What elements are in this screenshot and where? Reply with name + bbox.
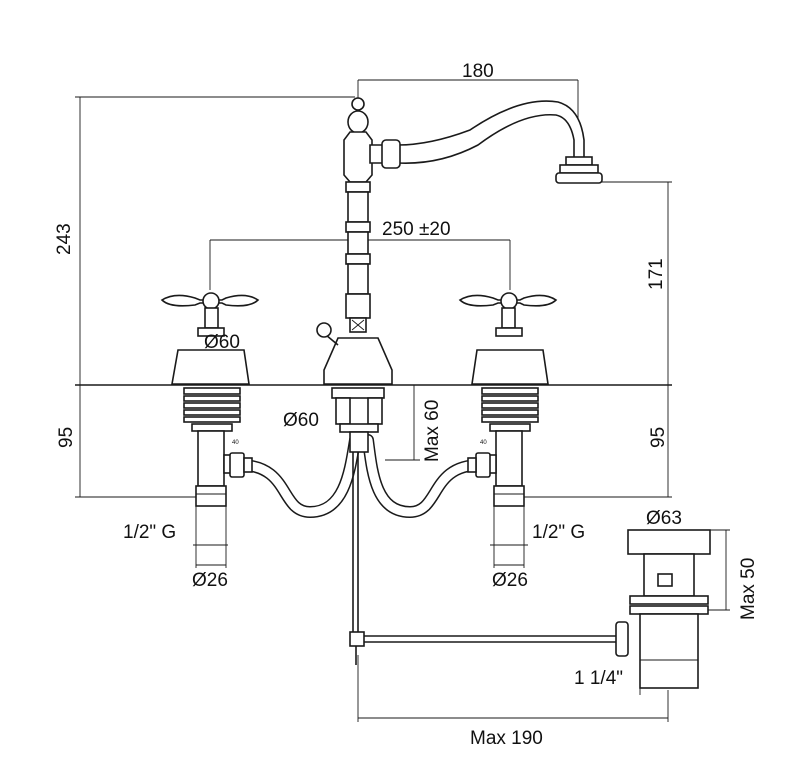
label-spout-reach: 180 [462, 61, 494, 82]
pop-up-waste [364, 529, 711, 689]
label-waste-diameter: Ø63 [646, 508, 682, 529]
label-flange-left: Ø60 [204, 332, 240, 353]
left-valve [160, 292, 260, 507]
dimension-lines [75, 79, 730, 722]
label-thread-left: 1/2" G [123, 522, 176, 543]
dimension-labels: 180 243 171 250 ±20 Ø60 Ø60 Max 60 95 95… [54, 61, 759, 749]
label-flange-center: Ø60 [283, 410, 319, 431]
label-shank-left: Ø26 [192, 570, 228, 591]
label-shank-right: Ø26 [492, 570, 528, 591]
label-handle-spacing: 250 ±20 [382, 219, 451, 240]
label-thread-right: 1/2" G [532, 522, 585, 543]
label-waste-thread: 1 1/4" [574, 668, 623, 689]
label-below-deck-right: 95 [648, 427, 669, 448]
label-hose-tag-left: 40 [232, 440, 239, 446]
label-deck-thickness: Max 60 [422, 400, 443, 462]
label-spout-height: 171 [646, 258, 667, 290]
connecting-hoses [229, 434, 491, 518]
label-total-height: 243 [54, 223, 75, 255]
spout-body [316, 97, 603, 665]
label-waste-height: Max 50 [738, 558, 759, 620]
label-below-deck-left: 95 [56, 427, 77, 448]
right-valve [458, 292, 558, 507]
label-hose-tag-right: 40 [480, 440, 487, 446]
label-rod-length: Max 190 [470, 728, 543, 749]
